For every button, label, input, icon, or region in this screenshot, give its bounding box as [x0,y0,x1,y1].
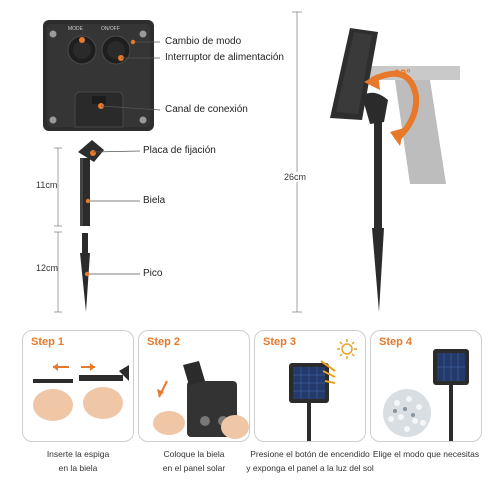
callout-fixing-plate: Placa de fijación [143,145,216,156]
callout-connection-channel: Canal de conexión [165,104,248,115]
step-2-illustration [153,361,249,439]
step-1-title: Step 1 [31,336,65,348]
step-4-caption-line1: Elige el modo que necesitas [372,449,480,459]
step-3-caption-line1: Presione el botón de encendido [250,449,370,459]
rod-assembly [78,140,104,226]
total-height-label: 26cm [284,172,307,182]
step-1-illustration [33,363,129,421]
solar-panel-side [330,28,388,312]
spike-length-label: 12cm [36,263,59,273]
step-4-caption: Elige el modo que necesitas [361,447,491,461]
step-3-illustration [289,339,357,441]
product-diagram: Cambio de modo Interruptor de alimentaci… [36,11,460,313]
rotated-panel-ghost [368,66,460,184]
step-2-caption-line1: Coloque la biela [163,449,225,459]
step-2-caption: Coloque la biela en el panel solar [129,447,259,475]
rotation-angle-label: 90° [394,68,411,80]
step-3-title: Step 3 [263,336,297,348]
step-4-card: Step 4 [370,330,482,442]
step-1-caption: Inserte la espiga en la biela [13,447,143,475]
installation-steps: Step 1 Inserte la espiga en la biela Ste… [0,330,500,495]
step-1-caption-line2: en la biela [58,463,98,473]
callout-spike: Pico [143,268,163,279]
diagram-artwork [43,11,460,313]
string-lights-ball [383,389,431,437]
step-2-card: Step 2 [138,330,250,442]
solar-box-back [43,20,154,131]
rotation-arrow [364,70,420,146]
step-1-caption-line1: Inserte la espiga [46,449,110,459]
step-4-title: Step 4 [379,336,413,348]
step-3-caption-line2: y exponga el panel a la luz del sol [246,463,374,473]
callout-rod: Biela [143,195,166,206]
sun-icon [337,339,357,359]
spike [80,233,90,312]
step-3-card: Step 3 [254,330,366,442]
step-1-card: Step 1 [22,330,134,442]
callout-mode-switch: Cambio de modo [165,36,242,47]
step-2-caption-line2: en el panel solar [162,463,226,473]
rod-length-label: 11cm [36,180,58,190]
onoff-button-label: ON/OFF [101,26,120,32]
step-4-illustration [383,349,469,441]
step-2-title: Step 2 [147,336,181,348]
mode-button-label: MODE [68,26,83,32]
callout-power-switch: Interruptor de alimentación [165,52,284,63]
step-3-caption: Presione el botón de encendido y exponga… [245,447,375,475]
